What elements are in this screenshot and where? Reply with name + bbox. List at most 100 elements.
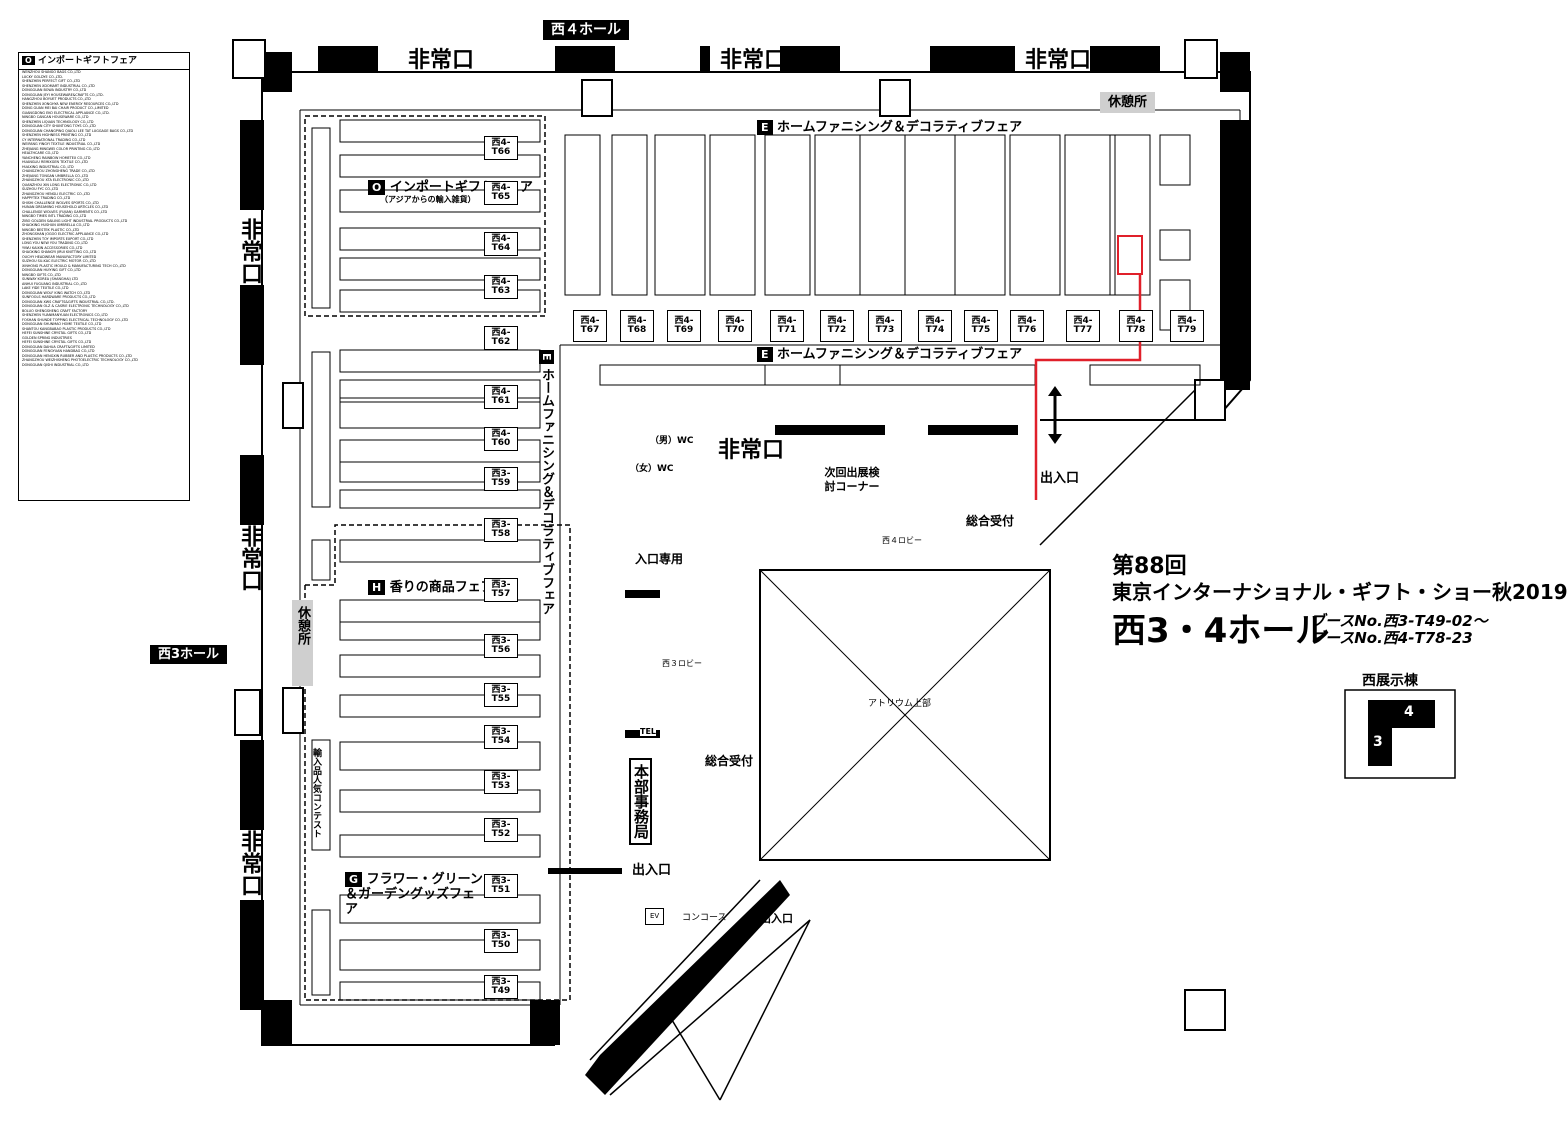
reception-west3: 総合受付 — [705, 754, 754, 768]
exhibitor-list-item: ANHUI FUGUANG INDUSTRIAL CO.,LTD — [22, 281, 87, 286]
wc-women: （女）WC — [630, 464, 674, 474]
exit-arrow-head-up — [1048, 386, 1062, 396]
exhibitor-list-item: CHANGZHOU ZHONGHENG TRADE CO.,LTD — [22, 169, 95, 173]
next-exhibit-corner: 次回出展検討コーナー — [824, 466, 880, 493]
exhibitor-list-item: SHENZHEN HIGHNESS PRINTING CO.,LTD — [22, 133, 92, 137]
concourse-shape — [589, 389, 1196, 1101]
floor-map-canvas — [232, 39, 1456, 1101]
exhibitor-list-item: HANGZHOU BOYUET PRODUCTS CO.,LTD — [22, 97, 91, 101]
fair-home-badge-top: E — [757, 120, 773, 135]
ev-label: EV — [645, 908, 665, 925]
aisle-marker: 西3-T50 — [484, 929, 518, 953]
exhibitor-list-item: WEIFANG YINGYI TEXTILE INDUSTRIAL CO.,LT… — [22, 142, 101, 146]
key-map-title: 西展示棟 — [1362, 673, 1418, 689]
hq-office: 本部事務局 — [629, 758, 652, 845]
entrance-exit-concourse[interactable]: 出入口 — [760, 912, 793, 925]
aisle-marker: 西3-T52 — [484, 818, 518, 842]
exhibitor-list-item: ZHONGSHAN JOGOO ELECTRIC APPLIANCE CO.,L… — [22, 232, 109, 236]
exhibitor-list-item: CHALLENGE WOLVES (FUJIAN) GARMENTS CO.,L… — [22, 209, 108, 214]
exhibitor-list-item: ZHANGZHOU WEIZHISHENG PHOTOELECTRIC TECH… — [22, 358, 138, 362]
west4-hall-tab: 西４ホール — [543, 20, 629, 40]
exhibitor-list-item: NINGBO CANCAN HOUSEWARE CO.,LTD — [22, 115, 89, 119]
exhibitor-list-item: ZHANGZHOU XTA ELECTRONIC CO.,LTD — [22, 178, 89, 182]
emergency-exit-left-3[interactable]: 非常口 — [237, 830, 262, 896]
fair-fragrance-text: 香りの商品フェア — [389, 580, 494, 595]
exhibitor-list-item: XINHONG PLASTIC MOULD & MANUFACTURING TE… — [22, 263, 126, 268]
booth-rows-west3 — [311, 539, 541, 1001]
exhibitor-list-item: DONGGUAN DAHUA CRAFT&GIFTS LIMITED — [22, 344, 95, 349]
import-contest-label: 輸入品人気コンテスト — [311, 748, 321, 838]
exhibitor-list-item: SHAOXING SHANGYI JIRUI KNITTING CO.,LTD — [22, 250, 97, 254]
exhibitor-list-item: DONG GUAN MEI BAI CHAIR PRODUCT CO.,LIMI… — [22, 106, 109, 110]
entrance-exit-east[interactable]: 出入口 — [1040, 471, 1080, 486]
title-event: 東京インターナショナル・ギフト・ショー秋2019 — [1112, 580, 1568, 604]
exhibitor-list-item: SHANTOU KANGBABAO PLASTIC PRODUCTS CO.,L… — [22, 326, 111, 331]
fair-import-sub: （アジアからの輸入雑貨） — [380, 195, 476, 204]
fair-zones — [304, 115, 571, 1001]
aisle-marker: 西4-T62 — [484, 326, 518, 350]
exhibitor-list-item: ZHEJIANG MINGWEI COLOR PRINTING CO.,LTD — [22, 146, 100, 151]
highlighted-booth[interactable] — [1117, 235, 1143, 275]
aisle-marker: 西4-T63 — [484, 275, 518, 299]
exhibitor-list-item: QUANZHOU XIN LONG ELECTRONIC CO.,LTD — [22, 182, 97, 187]
exhibitor-list-item: SHENZHEN XDOMART INDUSTRIAL CO.,LTD — [22, 83, 95, 88]
exhibitor-list-item: SUZHOU FYC CO.,LTD — [22, 187, 59, 191]
concourse-label: コンコース — [682, 913, 727, 923]
emergency-exit-top-1[interactable]: 非常口 — [408, 48, 475, 73]
aisle-marker: 西3-T55 — [484, 683, 518, 707]
emergency-exit-top-2[interactable]: 非常口 — [720, 48, 787, 73]
exhibitor-list-item: HUANGLIU REMIXGEN TEXTILE CO.,LTD — [22, 160, 88, 164]
aisle-marker: 西4-T76 — [1010, 310, 1044, 342]
aisle-marker: 西4-T64 — [484, 232, 518, 256]
fair-import-badge: O — [368, 180, 386, 195]
aisle-marker: 西4-T75 — [964, 310, 998, 342]
exhibitor-list-item: DONGGUAN HUIYING GIFT CO.,LTD — [22, 268, 81, 272]
exhibitor-list-item: SHENZHEN TOY IMPORTS EXPORT CO.,LTD — [22, 236, 94, 241]
aisle-marker: 西4-T69 — [667, 310, 701, 342]
exhibitor-list-item: YIWU KAIXIN ACCESSORIES CO.,LTD — [22, 245, 83, 250]
fair-home-furnishing-vertical: E ホームファニシング＆デコラティブフェア — [539, 350, 554, 615]
wall-blocks — [240, 46, 1250, 1045]
aisle-marker: 西3-T57 — [484, 578, 518, 602]
exhibitor-list-item: CY INTERNATIONAL TRADING CO.,LTD — [22, 137, 86, 142]
exhibitor-list-item: DONGGUAN QISHI INDUSTRIAL CO.,LTD — [22, 362, 89, 367]
fair-home-badge-mid: E — [757, 347, 773, 362]
entrance-exit-west3[interactable]: 出入口 — [632, 863, 672, 878]
exhibitor-list-item: SUZHOU SU-KAC ELECTRIC MOTOR CO.,LTD — [22, 259, 96, 263]
fair-home-text-mid: ホームファニシング＆デコラティブフェア — [777, 347, 1023, 362]
exhibitor-list-item: ZHANGZHOU HENGLI ELECTRIC CO.,LTD — [22, 191, 90, 196]
exhibitor-list-item: HEFEI SUNSHINE CRYSTAL GIFTS CO.,LTD — [22, 331, 92, 335]
aisle-marker: 西4-T71 — [770, 310, 804, 342]
emergency-exit-top-3[interactable]: 非常口 — [1025, 48, 1092, 73]
title-hall-text: 西3・4ホール — [1112, 611, 1330, 651]
exhibitor-list-item: FOSHAN SHUNDE TOPPING ELECTRICAL TECHNOL… — [22, 317, 129, 322]
aisle-marker: 西3-T51 — [484, 874, 518, 898]
west3-hall-tab: 西3ホール — [150, 645, 228, 664]
aisle-marker: 西4-T74 — [918, 310, 952, 342]
emergency-exit-mid[interactable]: 非常口 — [718, 438, 785, 463]
title-hall: 西3・4ホール — [1112, 614, 1329, 648]
exhibitor-list-badge: O — [22, 56, 35, 65]
fair-flower-label: G フラワー・グリーン＆ガーデングッズフェア — [345, 872, 485, 917]
booth-rows-west4-left — [311, 119, 541, 509]
exhibitor-list-title: インポートギフトフェア — [37, 56, 137, 66]
booth-range: ブースNo.西3-T49-02～ ブースNo.西4-T78-23 — [1310, 614, 1488, 646]
title-edition: 第88回 — [1112, 554, 1187, 579]
aisle-marker: 西3-T58 — [484, 518, 518, 542]
aisle-marker: 西3-T49 — [484, 975, 518, 999]
entrance-only-label: 入口専用 — [635, 552, 684, 566]
exhibitor-list-header: O インポートギフトフェア — [19, 53, 189, 70]
aisle-marker: 西4-T79 — [1170, 310, 1204, 342]
exhibitor-list-item: DONGGUAN JEYI HOUSEWARE&CRAFTS CO.,LTD. — [22, 92, 104, 97]
exhibitor-list-item: LAKE YIDE TEXTILE CO.,LTD — [22, 286, 69, 290]
aisle-marker: 西4-T60 — [484, 427, 518, 451]
exhibitor-list-item: DONGGUAN SHUNMAO HOME TEXTILE CO.,LTD — [22, 322, 102, 326]
atrium-label: アトリウム上部 — [868, 699, 932, 709]
atrium-shape — [759, 569, 1051, 861]
exhibitor-list-item: SHAOXING HUSHUN UMBRELLA CO.,LTD — [22, 223, 90, 227]
emergency-exit-left-1[interactable]: 非常口 — [237, 218, 262, 284]
tel-label: TEL — [640, 727, 657, 736]
emergency-exit-left-2[interactable]: 非常口 — [237, 525, 262, 591]
exhibitor-list-item: NINGBO TIMES INTL TRADING CO.,LTD — [22, 214, 87, 218]
